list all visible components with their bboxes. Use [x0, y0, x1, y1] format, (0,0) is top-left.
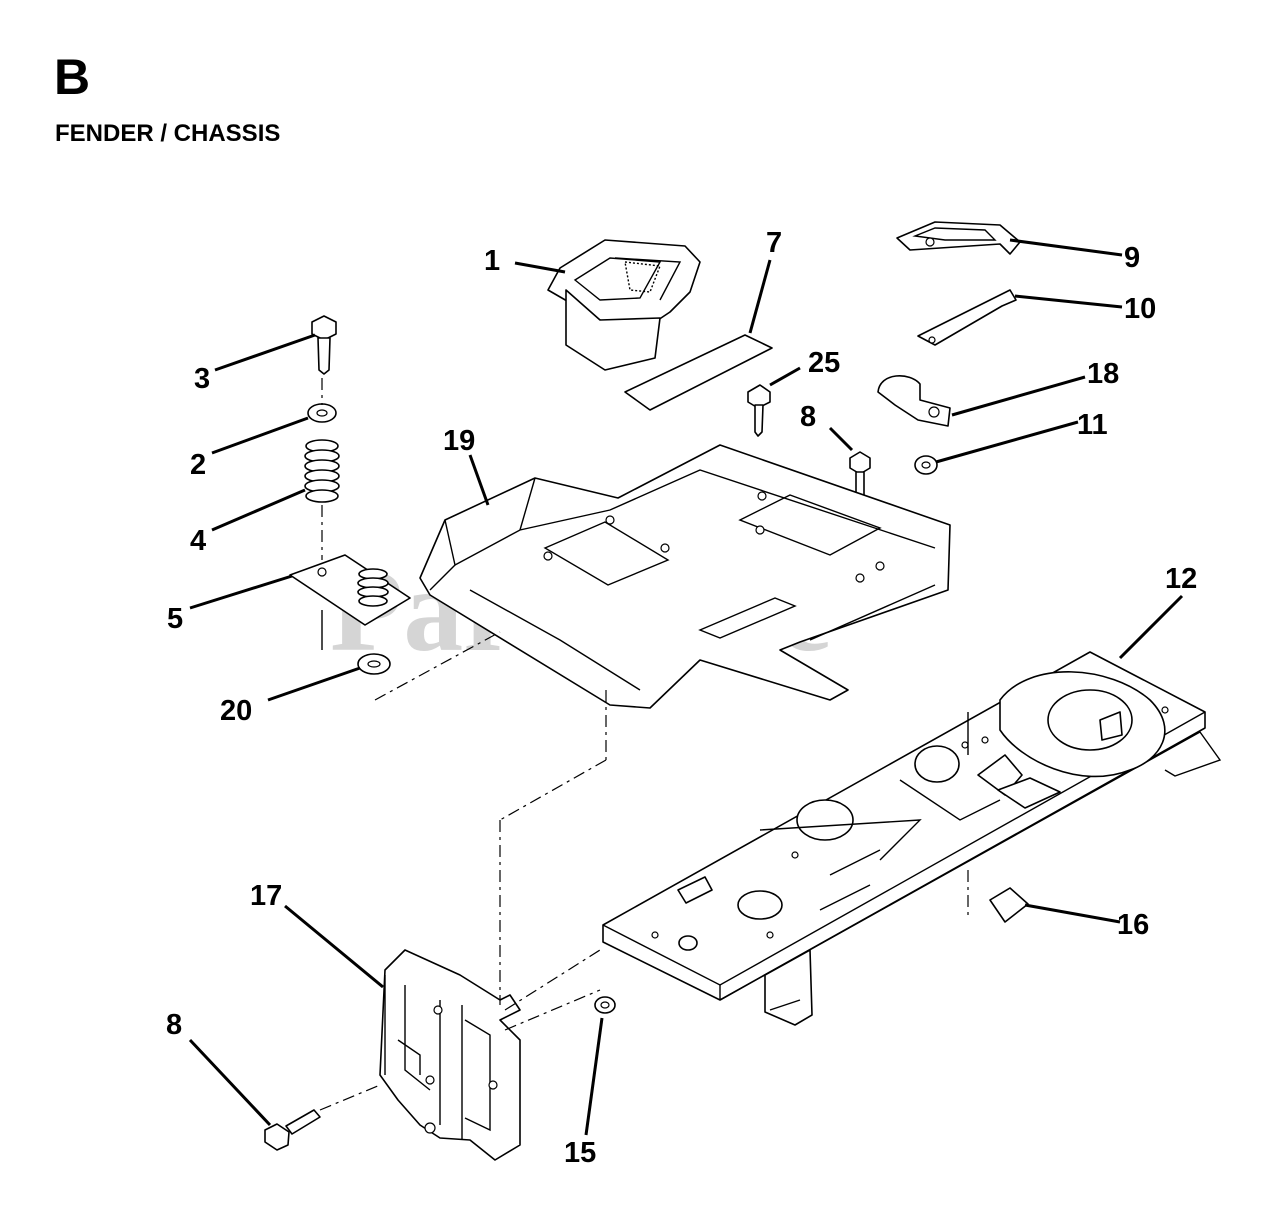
callout-9[interactable]: 9 — [1124, 242, 1140, 274]
callout-17[interactable]: 17 — [250, 880, 282, 912]
part-tab-16[interactable] — [989, 887, 1029, 923]
callout-7[interactable]: 7 — [766, 227, 782, 259]
section-title: FENDER / CHASSIS — [55, 120, 281, 147]
callout-20[interactable]: 20 — [220, 695, 252, 727]
part-chassis-12[interactable] — [602, 651, 1222, 1026]
callouts: 1 7 9 10 25 18 3 8 11 19 2 4 5 12 20 17 … — [166, 227, 1197, 1169]
part-nut-11[interactable] — [914, 455, 938, 475]
part-lever-plate[interactable] — [896, 221, 1021, 255]
part-bracket-10[interactable] — [917, 289, 1017, 346]
part-clip-18[interactable] — [877, 375, 951, 427]
callout-8-bottom[interactable]: 8 — [166, 1009, 182, 1041]
part-decal[interactable] — [624, 334, 773, 411]
callout-15[interactable]: 15 — [564, 1137, 596, 1169]
callout-1[interactable]: 1 — [484, 245, 500, 277]
callout-2[interactable]: 2 — [190, 449, 206, 481]
callout-18[interactable]: 18 — [1087, 358, 1119, 390]
part-plate-5[interactable] — [289, 378, 411, 650]
callout-19[interactable]: 19 — [443, 425, 475, 457]
callout-3[interactable]: 3 — [194, 363, 210, 395]
part-screw-25[interactable] — [747, 384, 771, 437]
part-spring-4[interactable] — [304, 439, 340, 503]
callout-11[interactable]: 11 — [1077, 409, 1108, 441]
part-bolt-3[interactable] — [311, 315, 337, 375]
part-nut-15[interactable] — [594, 996, 616, 1014]
callout-10[interactable]: 10 — [1124, 293, 1156, 325]
callout-4[interactable]: 4 — [190, 525, 206, 557]
callout-16[interactable]: 16 — [1117, 909, 1149, 941]
callout-12[interactable]: 12 — [1165, 563, 1197, 595]
part-fender-19[interactable] — [419, 444, 951, 709]
part-washer-2[interactable] — [307, 403, 337, 423]
part-storage-cup[interactable] — [547, 239, 701, 371]
part-washer-20[interactable] — [357, 653, 391, 675]
part-bolt-8-bottom[interactable] — [264, 1109, 321, 1151]
callout-8-top[interactable]: 8 — [800, 401, 816, 433]
callout-25[interactable]: 25 — [808, 347, 840, 379]
callout-5[interactable]: 5 — [167, 603, 183, 635]
assembly-lines — [319, 631, 607, 1111]
leader-lines — [188, 238, 1184, 1136]
part-front-bracket-17[interactable] — [379, 949, 521, 1161]
section-letter: B — [54, 49, 91, 105]
